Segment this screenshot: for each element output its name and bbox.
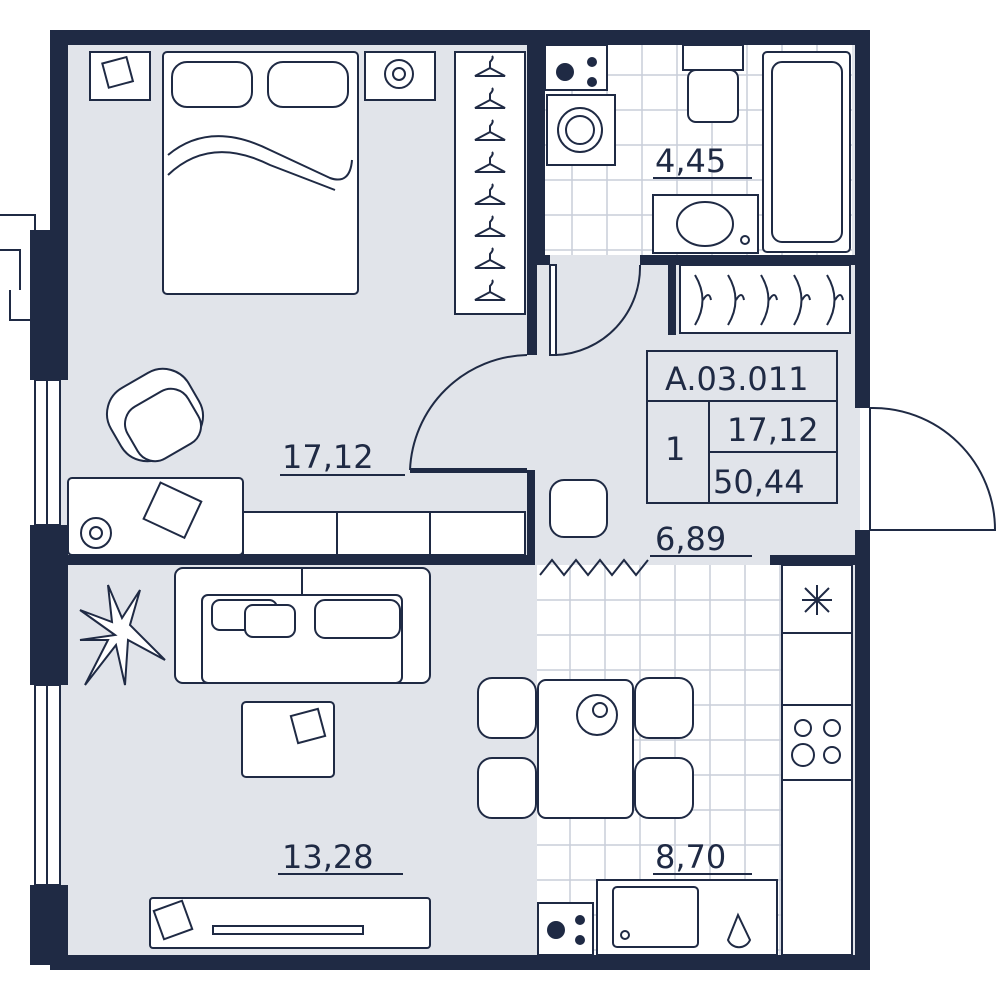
hook-icon — [793, 274, 811, 326]
hangers — [474, 55, 506, 301]
kitchen-counter — [537, 564, 853, 956]
living-area-label: 13,28 — [282, 838, 374, 876]
hanger-icon — [474, 183, 506, 205]
doors — [409, 264, 997, 577]
hanger-icon — [474, 55, 506, 77]
lamp-icon — [384, 59, 414, 89]
hallway-area: 6,89 — [655, 520, 726, 558]
boiler — [544, 44, 608, 91]
hallway-closet — [679, 264, 851, 334]
hook-icon — [826, 274, 844, 326]
wardrobe — [454, 51, 526, 315]
bedroom-area: 17,12 — [282, 438, 374, 476]
hook-icon — [727, 274, 745, 326]
coffee-table — [241, 701, 335, 778]
hanger-icon — [474, 279, 506, 301]
walls — [30, 30, 870, 970]
sofa — [174, 567, 431, 684]
bed — [162, 51, 359, 295]
bathtub — [762, 51, 851, 253]
tv-stand — [149, 897, 431, 949]
desk — [67, 477, 526, 556]
plant-icon — [79, 584, 166, 686]
hook-icon — [694, 274, 712, 326]
hanger-icon — [474, 87, 506, 109]
kitchen-area: 8,70 — [655, 838, 726, 876]
windows — [0, 214, 61, 886]
dining-set — [477, 677, 694, 819]
apartment-info-box: A.03.011 1 17,12 50,44 — [646, 350, 838, 504]
bathroom-area: 4,45 — [655, 142, 726, 180]
total-area: 50,44 — [713, 463, 805, 501]
hanger-icon — [474, 119, 506, 141]
hallway-pouf — [549, 479, 608, 538]
hanger-icon — [474, 151, 506, 173]
toilet — [682, 44, 744, 123]
armchair — [106, 367, 204, 463]
coat-hooks — [694, 274, 844, 326]
book-icon — [101, 55, 135, 89]
rooms-count: 1 — [665, 430, 685, 468]
hanger-icon — [474, 215, 506, 237]
hanger-icon — [474, 247, 506, 269]
apartment-id: A.03.011 — [665, 360, 808, 398]
living-area: 17,12 — [727, 411, 819, 449]
sink — [652, 194, 759, 254]
hook-icon — [760, 274, 778, 326]
